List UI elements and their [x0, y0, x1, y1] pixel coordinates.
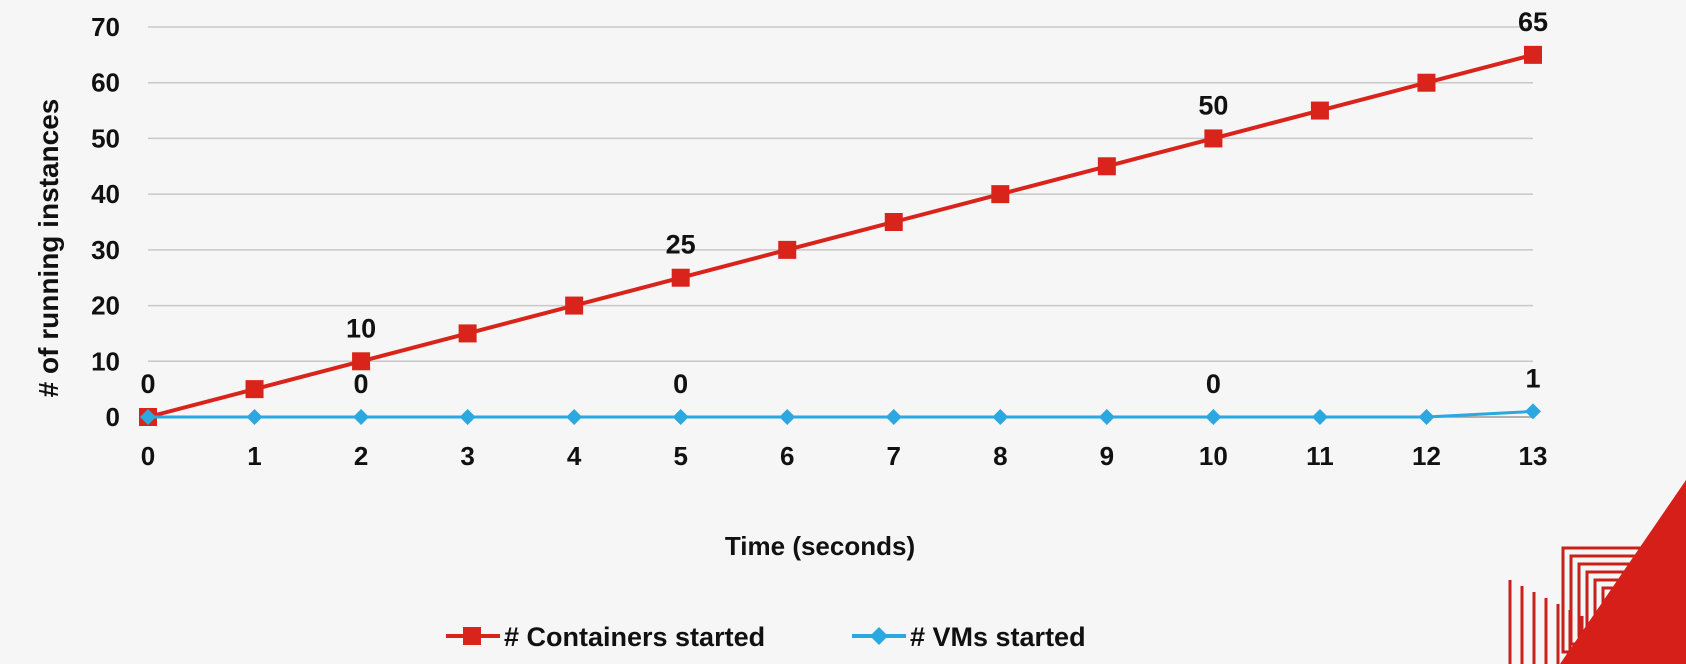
containers-data-label: 65	[1518, 7, 1548, 37]
containers-data-label: 25	[666, 230, 696, 260]
vms-point	[566, 409, 583, 425]
containers-point	[884, 213, 903, 231]
x-tick-label: 3	[460, 441, 474, 471]
y-tick-label: 60	[91, 68, 120, 98]
legend-label-vms: # VMs started	[910, 622, 1086, 652]
legend-swatch-containers-marker	[463, 627, 481, 645]
x-tick-label: 13	[1519, 441, 1548, 471]
vms-point	[1205, 409, 1222, 425]
x-tick-label: 10	[1199, 441, 1228, 471]
series-line-vms	[148, 409, 1534, 419]
vms-point	[459, 409, 476, 425]
y-axis-ticks: 0 10 20 30 40 50 60 70	[91, 12, 120, 432]
x-tick-label: 12	[1412, 441, 1441, 471]
x-axis-title: Time (seconds)	[725, 531, 915, 561]
vms-data-label: 0	[1206, 369, 1221, 399]
containers-point	[1417, 73, 1436, 92]
corner-decoration	[1508, 480, 1686, 664]
vms-point	[1418, 409, 1435, 425]
x-tick-label: 2	[354, 441, 368, 471]
vms-point	[1311, 409, 1328, 425]
vms-point	[353, 409, 370, 425]
vms-point	[672, 409, 689, 425]
vms-point	[779, 409, 796, 425]
series-layer	[139, 45, 1542, 426]
vms-point	[992, 409, 1009, 425]
containers-point	[245, 380, 264, 399]
x-tick-label: 7	[887, 441, 901, 471]
legend: # Containers started # VMs started	[446, 622, 1086, 652]
legend-item-containers: # Containers started	[446, 622, 765, 652]
legend-item-vms: # VMs started	[852, 622, 1086, 652]
containers-point	[1524, 45, 1542, 64]
y-tick-label: 50	[91, 123, 120, 153]
vms-point	[1525, 403, 1541, 420]
containers-point	[1310, 101, 1329, 120]
x-tick-label: 4	[567, 441, 582, 471]
containers-data-label: 10	[346, 313, 376, 343]
data-labels: 0 10 25 50 65 0 0 0 1	[140, 7, 1548, 399]
vms-data-label: 0	[673, 369, 688, 399]
containers-point	[352, 352, 371, 371]
x-tick-label: 9	[1100, 441, 1114, 471]
containers-data-label: 50	[1198, 90, 1228, 120]
containers-point	[778, 240, 797, 259]
containers-point	[991, 185, 1010, 204]
vms-point	[246, 409, 263, 425]
corner-red-triangle	[1560, 480, 1686, 664]
x-tick-label: 6	[780, 441, 794, 471]
vms-data-label: 0	[354, 369, 369, 399]
containers-point	[565, 296, 584, 315]
x-tick-label: 0	[141, 441, 155, 471]
y-tick-label: 40	[91, 179, 120, 209]
series-line-containers	[147, 52, 1534, 419]
containers-data-label: 0	[140, 369, 155, 399]
vms-point	[1098, 409, 1115, 425]
containers-point	[1097, 157, 1116, 176]
y-axis-title: # of running instances	[33, 99, 64, 398]
x-tick-label: 11	[1306, 441, 1334, 471]
vms-point	[140, 409, 156, 425]
x-tick-label: 1	[247, 441, 261, 471]
containers-point	[1204, 129, 1223, 148]
containers-point	[671, 268, 690, 287]
containers-point	[458, 324, 477, 343]
y-tick-label: 0	[106, 402, 120, 432]
y-tick-label: 30	[91, 235, 120, 265]
legend-label-containers: # Containers started	[504, 622, 765, 652]
legend-swatch-vms-marker	[870, 627, 888, 645]
y-tick-label: 20	[91, 291, 120, 321]
vms-data-label: 1	[1525, 363, 1540, 393]
y-tick-label: 70	[91, 12, 120, 42]
y-tick-label: 10	[91, 346, 120, 376]
vms-point	[885, 409, 902, 425]
x-tick-label: 8	[993, 441, 1007, 471]
x-tick-label: 5	[673, 441, 687, 471]
